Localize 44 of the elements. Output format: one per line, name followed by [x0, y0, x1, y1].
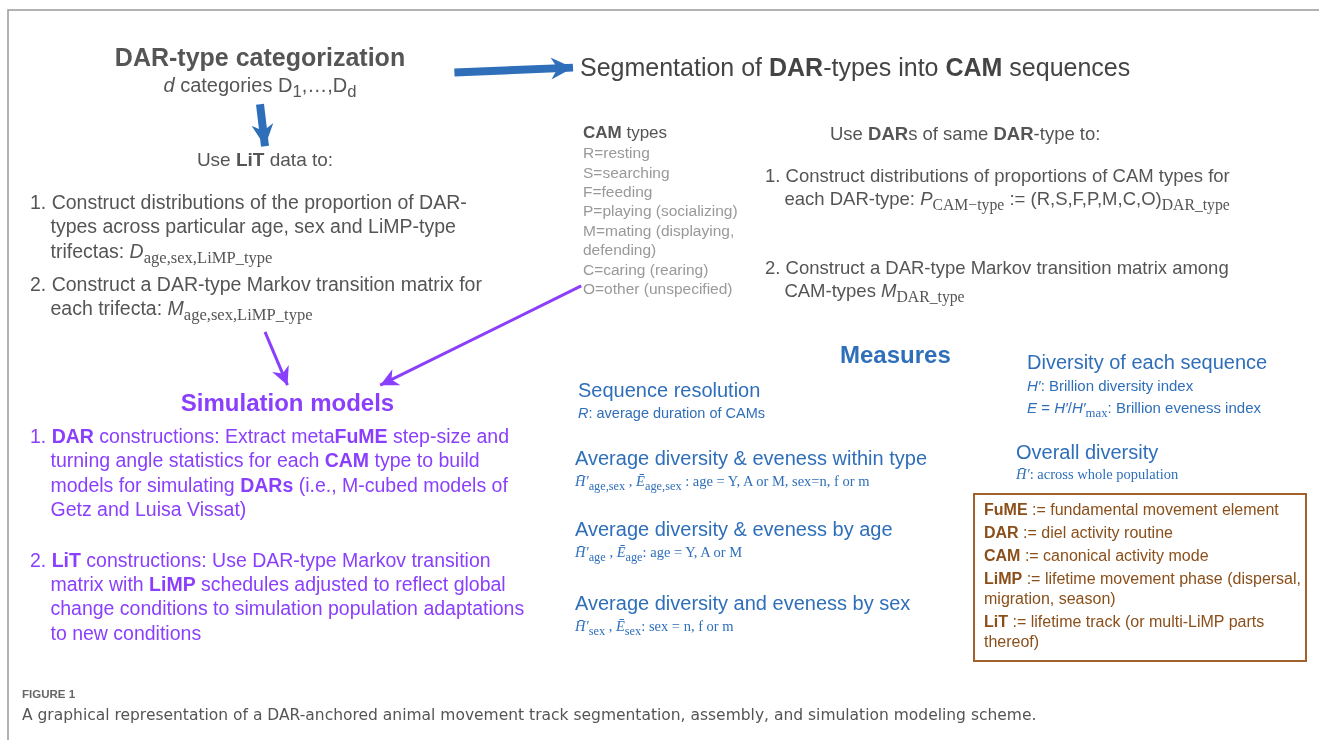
section-heading: Measures — [840, 340, 952, 370]
definitions-box — [973, 493, 1307, 662]
measure-text: H′: Brillion diversity index — [1027, 377, 1195, 396]
subheading: Diversity of each sequence — [1027, 350, 1269, 375]
subheading: Average diversity and eveness by sex — [575, 591, 912, 616]
measure-text: E = H′/H′$_{max}$: Brillion eveness index — [1027, 399, 1262, 422]
measure-text: H̄′$_{age}$ , Ē$_{age}$: age = Y, A or M — [575, 543, 744, 566]
measure-text: H̄′: across whole population — [1016, 465, 1180, 484]
list-item: 2. Construct a DAR-type Markov transition matrix for each trifecta: M$_{age,sex,LiMP_type}$ — [30, 272, 483, 327]
list-item: P=playing (socializing) — [583, 201, 739, 221]
subheading: Overall diversity — [1016, 440, 1160, 465]
list-item: 2. LiT constructions: Use DAR-type Markov transition matrix with LiMP schedules adjusted to reflect global change conditions to simulation population adaptations to new conditions — [30, 547, 526, 645]
figure-label: FIGURE 1 — [22, 687, 77, 702]
list-item: C=caring (rearing) — [583, 259, 710, 279]
arrow — [263, 331, 289, 386]
subheading: Sequence resolution — [578, 378, 762, 403]
section-heading: DAR-type categorization — [113, 42, 407, 73]
definition-text: LiMP := lifetime movement phase (dispersal, migration, season) — [984, 569, 1301, 609]
definition-text: CAM := canonical activity mode — [984, 546, 1210, 566]
list-item: 2. Construct a DAR-type Markov transition matrix among CAM-types M$_{DAR_type}$ — [765, 256, 1230, 307]
list-heading: CAM types — [583, 122, 669, 144]
list-item: 1. Construct distributions of proportions of CAM types for each DAR-type: P$_{CAM−type}$ := (R,S,F,P,M,C,O)$_{DAR_type}$ — [765, 164, 1231, 215]
subheading: Average diversity & eveness within type — [575, 446, 929, 471]
list-item: O=other (unspecified) — [583, 278, 734, 299]
measure-text: R: average duration of CAMs — [578, 404, 766, 423]
list-item: M=mating (displaying, defending) — [583, 220, 736, 260]
measure-text: H̄′$_{sex}$ , Ē$_{sex}$: sex = n, f or m — [575, 617, 735, 640]
intro-text: Use LiT data to: — [195, 148, 335, 172]
subheading: Average diversity & eveness by age — [575, 517, 894, 542]
list-item: F=feeding — [583, 182, 654, 202]
figure-caption: A graphical representation of a DAR-anchored animal movement track segmentation, assembly, and simulation modeling scheme. — [22, 706, 1038, 724]
list-item: 1. DAR constructions: Extract metaFuME step-size and turning angle statistics for each CAM type to build models for simulating DARs (i.e., M-cubed models of Getz and Luisa Vissat) — [30, 424, 510, 522]
subtitle-text: d categories D$_{1}$,…,D$_{d}$ — [162, 73, 358, 104]
definition-text: FuME := fundamental movement element — [984, 500, 1280, 520]
list-item: 1. Construct distributions of the proportion of DAR-types across particular age, sex and LiMP-type trifectas: D$_{age,sex,LiMP_type}$ — [30, 189, 468, 269]
measure-text: H̄′$_{age,sex}$ , Ē$_{age,sex}$ : age = Y, A or M, sex=n, f or m — [575, 472, 871, 495]
definition-text: LiT := lifetime track (or multi-LiMP parts thereof) — [984, 612, 1266, 652]
section-heading: Segmentation of DAR-types into CAM sequences — [580, 52, 1132, 83]
section-heading: Simulation models — [179, 388, 396, 418]
arrow — [379, 284, 582, 387]
definition-text: DAR := diel activity routine — [984, 523, 1174, 543]
list-item: R=resting — [583, 143, 651, 163]
intro-text: Use DARs of same DAR-type to: — [830, 122, 1102, 146]
list-item: S=searching — [583, 162, 671, 182]
